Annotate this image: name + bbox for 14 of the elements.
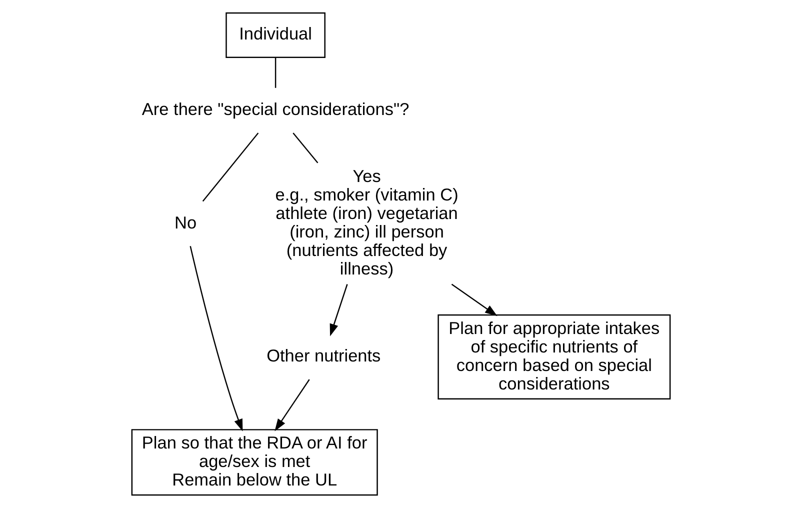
node-text: Are there "special considerations"?	[142, 98, 410, 119]
node-box: Individual	[226, 12, 326, 58]
node-box: Plan so that the RDA or AI for age/sex is met Remain below the UL	[131, 429, 378, 496]
arrow	[190, 246, 243, 432]
connector	[292, 132, 318, 164]
node-text: Yes e.g., smoker (vitamin C) athlete (iron) vegetarian (iron, zinc) ill person (nutrients affected by illness)	[275, 166, 458, 279]
arrow	[274, 379, 310, 432]
arrow	[451, 284, 498, 316]
connector	[202, 132, 259, 202]
node-text: Other nutrients	[266, 346, 381, 366]
arrow	[330, 284, 348, 336]
connector	[274, 57, 276, 88]
node-box: Plan for appropriate intakes of specific nutrients of concern based on special considerations	[438, 314, 671, 400]
node-text: No	[174, 212, 197, 232]
